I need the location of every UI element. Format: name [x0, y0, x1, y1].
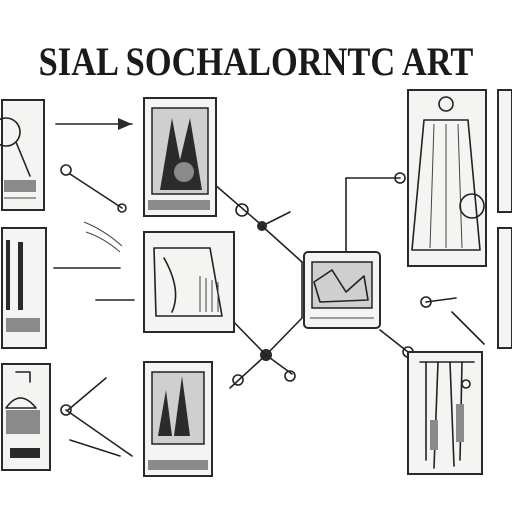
magnifier-handle — [15, 141, 31, 177]
connector-line — [451, 311, 485, 345]
connector-line — [213, 183, 266, 229]
connector-line — [67, 377, 107, 411]
portrait-frame-panel — [143, 97, 217, 217]
artwork-icon — [313, 269, 369, 303]
connector-node — [420, 296, 432, 308]
panel-frame — [1, 99, 45, 211]
portrait-detail — [174, 162, 194, 182]
tool-handle — [430, 420, 438, 450]
connector-node — [394, 172, 406, 184]
connector-line — [261, 211, 291, 227]
tent-sketch-icon — [153, 247, 223, 317]
frame-icon — [497, 89, 512, 213]
connector-line — [265, 317, 303, 356]
workshop-icon — [5, 397, 37, 409]
connector-node — [232, 374, 244, 386]
workbench-base — [10, 448, 40, 458]
easel-panel — [143, 361, 213, 477]
diagram-title: SIAL SOCHALORNTC ART — [38, 39, 474, 84]
workbench — [6, 410, 40, 434]
tent-figure — [163, 257, 177, 313]
arrowhead — [118, 118, 132, 130]
hanging-tools-icon — [425, 361, 463, 469]
panel-frame — [407, 351, 483, 475]
robe-figure-panel — [407, 89, 487, 267]
panel-base — [4, 180, 36, 192]
tent-hatching — [199, 276, 219, 312]
figure-head — [438, 96, 454, 112]
connector-line — [69, 173, 123, 209]
connector-line — [379, 329, 409, 353]
tool-hook — [461, 379, 471, 389]
connector-line — [229, 354, 267, 389]
tools-icon — [6, 240, 10, 310]
frame-icon — [497, 227, 512, 349]
connector-node — [235, 203, 249, 217]
magnifier-icon — [0, 117, 21, 147]
right-edge-panel-bottom — [497, 227, 512, 349]
robe-folds — [429, 123, 463, 249]
connector-node — [60, 404, 72, 416]
tool-handle — [456, 404, 464, 442]
hatching-scribble — [83, 221, 123, 253]
connector-node — [117, 203, 127, 213]
central-artwork-panel — [303, 251, 381, 329]
workshop-panel — [1, 363, 51, 471]
right-edge-panel-top — [497, 89, 512, 213]
robe-figure-icon — [411, 119, 481, 251]
tent-sketch-panel — [143, 231, 235, 333]
hanging-tools-panel — [407, 351, 483, 475]
connector-line — [69, 439, 121, 457]
tools-panel — [1, 227, 47, 349]
easel-base — [148, 460, 208, 470]
easel-icon — [158, 376, 190, 436]
connector-node — [284, 370, 296, 382]
connector-line — [261, 225, 303, 263]
robe-ornament — [459, 193, 485, 219]
panel-scribble — [15, 371, 31, 383]
connector-line — [65, 409, 133, 457]
connector-node — [60, 164, 72, 176]
panel-frame — [143, 231, 235, 333]
tool-tray — [6, 318, 40, 332]
panel-frame — [407, 89, 487, 267]
frame-label-plate — [148, 200, 210, 210]
magnifier-panel — [0, 99, 45, 211]
tool-brush — [18, 242, 23, 310]
